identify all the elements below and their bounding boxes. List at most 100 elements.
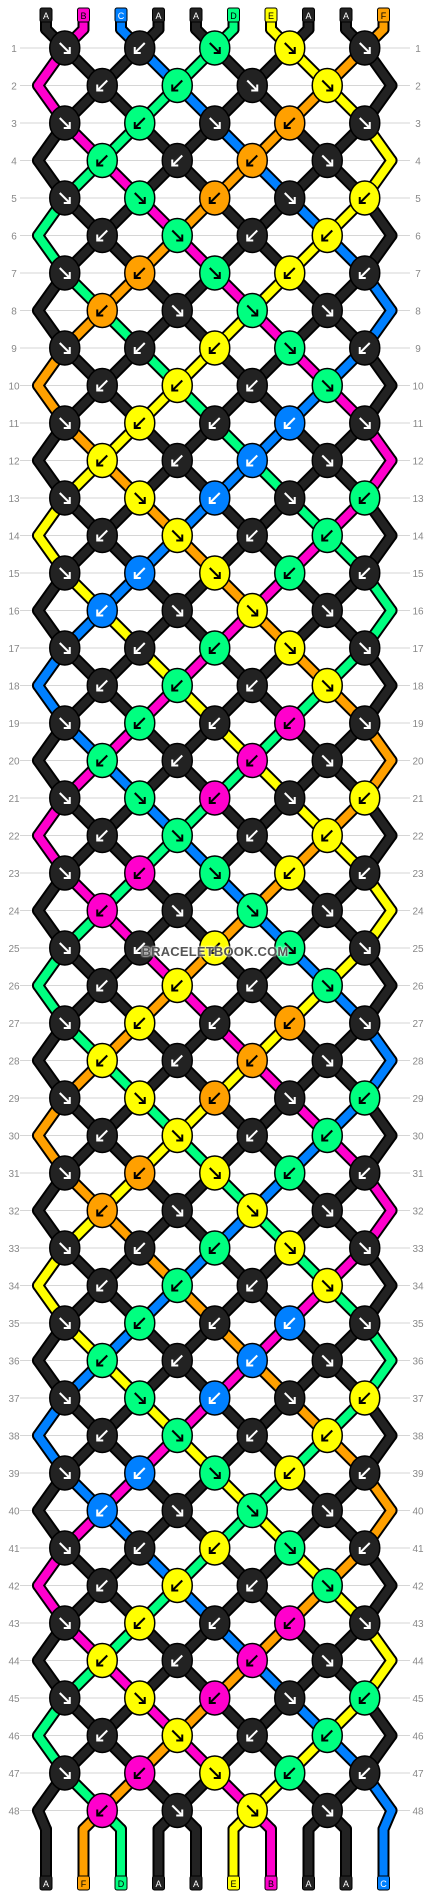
knot-direction-arrow [135,942,146,953]
row-number-right: 38 [412,1432,424,1443]
arrow-head [138,1397,146,1404]
knot-direction-arrow [135,267,146,278]
knot-direction-arrow [97,1354,108,1366]
knot-direction-arrow [97,1054,108,1066]
knot-direction-arrow [246,79,257,91]
knot [349,1455,381,1491]
knot [349,855,381,891]
arrow-head [246,1734,254,1742]
knot-direction-arrow [321,1504,332,1516]
arrow-head [176,1734,184,1742]
arrow-head [326,1359,334,1367]
knot-direction-arrow [172,679,183,691]
knot-direction-arrow [172,1654,183,1666]
string-label-letter: A [193,11,199,21]
row-number-right: 41 [412,1544,424,1555]
arrow-head [213,272,221,279]
knot-direction-arrow [210,792,221,803]
arrow-head [321,1434,329,1442]
row-number-right: 44 [412,1657,424,1668]
string-label-letter: E [268,11,274,21]
knot-direction-arrow [247,1129,258,1141]
knot [49,630,81,666]
knot-direction-arrow [360,1692,371,1703]
row-number-right: 1 [415,44,421,55]
knot [311,667,343,704]
row-number-left: 10 [8,382,20,393]
knot [86,442,118,479]
knot [86,1717,118,1754]
knot-direction-arrow [285,1317,296,1328]
knot [86,667,118,704]
row-number-right: 36 [412,1357,424,1368]
arrow-head [246,1284,254,1292]
knot [161,817,193,854]
row-number-left: 20 [8,757,20,768]
knot [349,1680,381,1716]
knot-direction-arrow [59,1692,70,1703]
row-number-right: 2 [415,82,421,93]
arrow-head [288,1097,296,1104]
row-number-right: 35 [412,1319,424,1330]
arrow-head [326,84,334,92]
knot-direction-arrow [135,1542,146,1553]
knot [199,1155,231,1191]
arrow-head [321,534,329,542]
row-number-left: 23 [8,869,20,880]
knot-direction-arrow [321,1204,332,1216]
knot-direction-arrow [247,1279,258,1291]
knot [49,930,81,966]
arrow-head [133,1022,141,1029]
arrow-head [63,1622,71,1629]
knot [311,217,343,254]
knot [274,1005,306,1041]
knot-direction-arrow [285,1017,296,1028]
arrow-head [176,1134,184,1142]
arrow-head [176,1209,184,1217]
arrow-head [358,1097,366,1104]
knot-direction-arrow [171,904,182,916]
arrow-head [133,872,141,879]
knot-direction-arrow [135,567,146,578]
knot-direction-arrow [285,567,296,578]
knot-direction-arrow [209,567,220,578]
arrow-head [363,1247,371,1254]
arrow-head [138,1697,146,1704]
row-number-left: 1 [11,44,17,55]
arrow-head [251,84,259,92]
row-number-right: 26 [412,982,424,993]
knot-direction-arrow [135,1167,146,1178]
arrow-head [208,797,216,804]
knot-direction-arrow [284,1092,295,1103]
row-number-left: 34 [8,1282,20,1293]
arrow-head [96,1809,104,1817]
knot-direction-arrow [135,342,146,353]
knot-direction-arrow [247,1579,258,1591]
arrow-head [63,872,71,879]
row-number-right: 37 [412,1394,424,1405]
knot [236,1717,268,1754]
knot-direction-arrow [97,604,108,616]
arrow-head [208,647,216,654]
knot [199,330,231,366]
knot [236,367,268,404]
knot-direction-arrow [97,304,108,316]
row-number-right: 27 [412,1019,424,1030]
arrow-head [321,234,329,242]
knot [349,1005,381,1041]
knot-direction-arrow [59,1617,70,1628]
knot [236,667,268,704]
knot [199,1530,231,1566]
arrow-head [96,384,104,392]
string-label-top [77,7,90,23]
string-label-top [152,7,165,23]
knot-direction-arrow [321,1804,332,1816]
arrow-head [63,47,71,54]
knot-direction-arrow [97,1729,108,1741]
knot-direction-arrow [210,1242,221,1253]
row-number-right: 10 [412,382,424,393]
knot [161,1192,193,1229]
string-label-letter: A [343,11,349,21]
arrow-head [176,1809,184,1817]
